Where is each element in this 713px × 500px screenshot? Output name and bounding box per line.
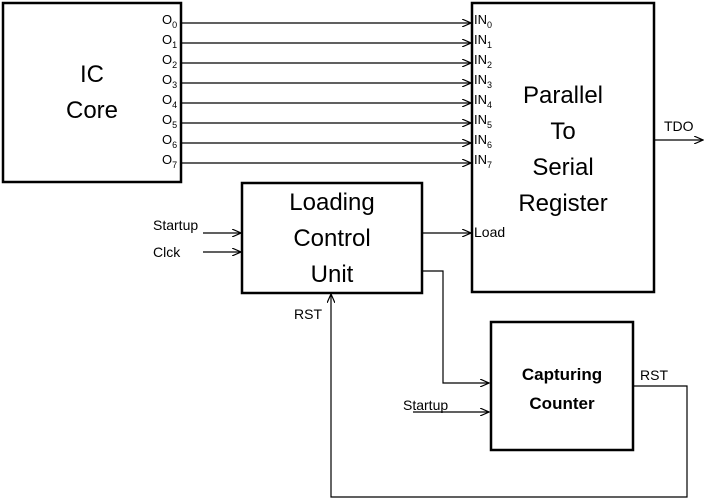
input-pin-label-6-base: IN: [474, 132, 487, 147]
capturing-counter-label-line2: Counter: [529, 394, 595, 413]
output-pin-label-1: O1: [162, 32, 177, 50]
output-pin-label-1-base: O: [162, 32, 172, 47]
output-pin-label-7-base: O: [162, 152, 172, 167]
pts-register-label-line1: Parallel: [523, 82, 603, 109]
loading-control-label-line1: Loading: [289, 189, 374, 216]
capturing-counter-label-line1: Capturing: [522, 365, 602, 384]
ic-core-label-line2: Core: [66, 97, 118, 124]
ic-core-label-line1: IC: [80, 61, 104, 88]
output-pin-label-6-subscript: 6: [172, 140, 177, 150]
output-pin-label-0-subscript: 0: [172, 20, 177, 30]
input-pin-label-7: IN7: [474, 152, 492, 170]
output-pin-label-3-base: O: [162, 72, 172, 87]
lcu-startup-label: Startup: [153, 217, 198, 233]
input-pin-label-4: IN4: [474, 92, 492, 110]
input-pin-label-3-base: IN: [474, 72, 487, 87]
output-pin-label-7: O7: [162, 152, 177, 170]
output-pin-label-3-subscript: 3: [172, 80, 177, 90]
output-pin-label-4-subscript: 4: [172, 100, 177, 110]
output-pin-label-2: O2: [162, 52, 177, 70]
output-pin-label-0-base: O: [162, 12, 172, 27]
output-pin-label-4-base: O: [162, 92, 172, 107]
input-pin-label-6-subscript: 6: [487, 140, 492, 150]
lcu-clck-label: Clck: [153, 244, 181, 260]
rst-feedback-arrow: [331, 294, 688, 498]
cc-startup-label: Startup: [403, 397, 448, 413]
load-pin-label: Load: [474, 224, 505, 240]
output-pin-label-0: O0: [162, 12, 177, 30]
input-pin-label-1: IN1: [474, 32, 492, 50]
input-pin-label-0-base: IN: [474, 12, 487, 27]
input-pin-label-6: IN6: [474, 132, 492, 150]
input-pin-label-7-base: IN: [474, 152, 487, 167]
cc-rst-label: RST: [640, 367, 668, 383]
ic-core-block: [1, 1, 183, 184]
input-pin-label-2-subscript: 2: [487, 60, 492, 70]
output-pin-label-2-subscript: 2: [172, 60, 177, 70]
output-pin-label-5-subscript: 5: [172, 120, 177, 130]
loading-control-label-line3: Unit: [311, 261, 354, 288]
output-pin-label-6-base: O: [162, 132, 172, 147]
input-pin-label-5-subscript: 5: [487, 120, 492, 130]
lcu-rst-label: RST: [294, 306, 322, 322]
output-pin-label-1-subscript: 1: [172, 40, 177, 50]
input-pin-label-1-subscript: 1: [487, 40, 492, 50]
output-pin-label-3: O3: [162, 72, 177, 90]
input-pin-label-3: IN3: [474, 72, 492, 90]
pts-register-block: [470, 1, 656, 294]
input-pin-label-4-subscript: 4: [487, 100, 492, 110]
input-pin-label-5: IN5: [474, 112, 492, 130]
lcu-to-counter-arrow: [422, 270, 489, 383]
pts-register-label-line4: Register: [518, 190, 607, 217]
input-pin-label-7-subscript: 7: [487, 160, 492, 170]
output-pin-label-5-base: O: [162, 112, 172, 127]
input-pin-label-0-subscript: 0: [487, 20, 492, 30]
input-pin-label-2-base: IN: [474, 52, 487, 67]
output-pin-label-7-subscript: 7: [172, 160, 177, 170]
input-pin-label-2: IN2: [474, 52, 492, 70]
pts-register-label-line3: Serial: [532, 154, 593, 181]
pts-register-label-line2: To: [550, 118, 575, 145]
input-pin-label-1-base: IN: [474, 32, 487, 47]
input-pin-label-0: IN0: [474, 12, 492, 30]
input-pin-label-3-subscript: 3: [487, 80, 492, 90]
tdo-label: TDO: [664, 118, 694, 134]
output-pin-label-5: O5: [162, 112, 177, 130]
input-pin-label-5-base: IN: [474, 112, 487, 127]
input-pin-label-4-base: IN: [474, 92, 487, 107]
output-pin-label-2-base: O: [162, 52, 172, 67]
output-pin-label-6: O6: [162, 132, 177, 150]
capturing-counter-block: [489, 320, 635, 452]
output-pin-label-4: O4: [162, 92, 177, 110]
loading-control-label-line2: Control: [293, 225, 370, 252]
